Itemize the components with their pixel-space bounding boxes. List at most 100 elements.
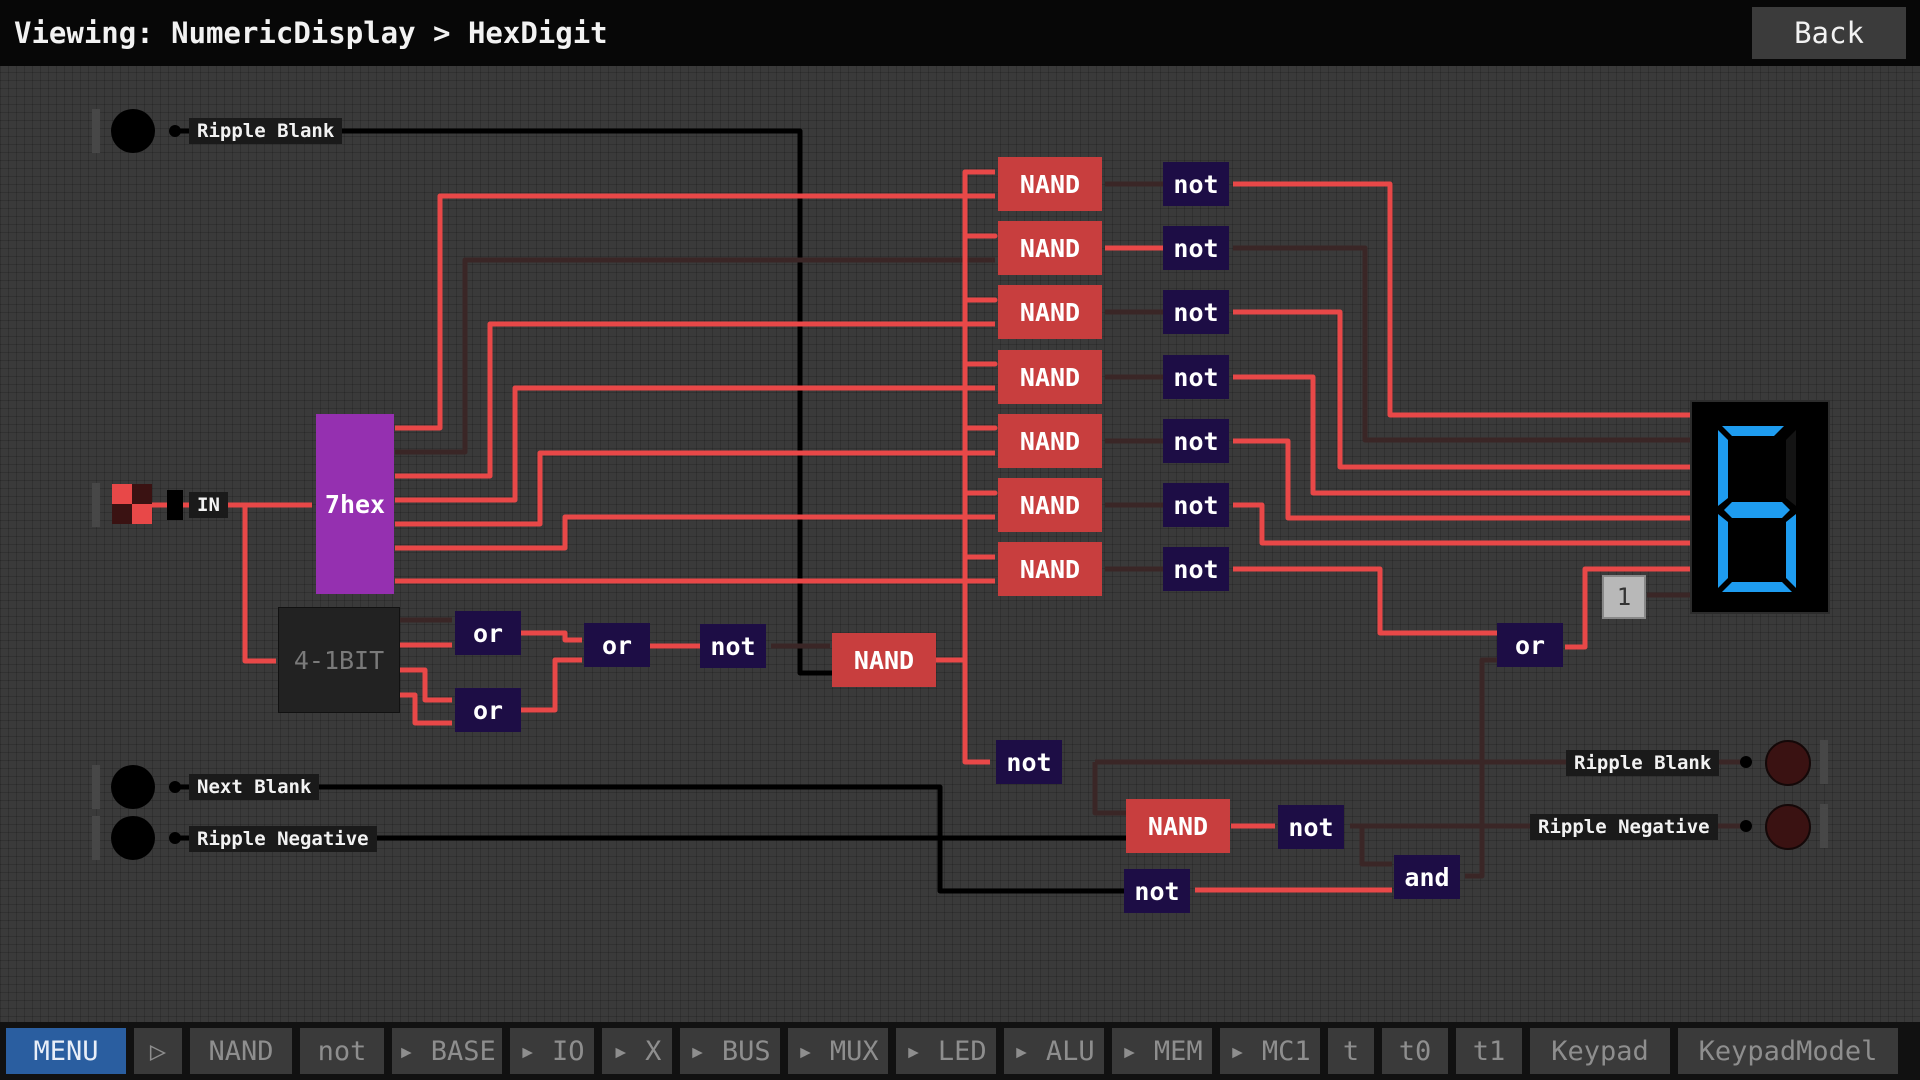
or-gate-1[interactable]: or	[455, 611, 521, 655]
in-connector	[167, 490, 183, 520]
not-gate-low-2[interactable]: not	[1278, 805, 1344, 849]
nand-gate-g[interactable]: NAND	[998, 542, 1102, 596]
tab-not[interactable]: not	[300, 1028, 384, 1074]
not-gate-g[interactable]: not	[1163, 547, 1229, 591]
tab-t0[interactable]: t0	[1382, 1028, 1448, 1074]
not-gate-f[interactable]: not	[1163, 483, 1229, 527]
connector-dot	[1740, 756, 1752, 768]
ripple-blank-input-label: Ripple Blank	[189, 118, 343, 144]
not-gate-mid[interactable]: not	[700, 624, 766, 668]
tab-t[interactable]: t	[1328, 1028, 1374, 1074]
nand-gate-f[interactable]: NAND	[998, 478, 1102, 532]
wire-bus-ticks	[962, 233, 998, 560]
tab-led[interactable]: ▸ LED	[896, 1028, 996, 1074]
or-gate-4[interactable]: or	[1497, 623, 1563, 667]
tab-t1[interactable]: t1	[1456, 1028, 1522, 1074]
not-gate-d[interactable]: not	[1163, 355, 1229, 399]
nand-gate-low[interactable]: NAND	[1126, 799, 1230, 853]
connector-dot	[169, 781, 181, 793]
nand-gate-b[interactable]: NAND	[998, 221, 1102, 275]
tab-mem[interactable]: ▸ MEM	[1112, 1028, 1212, 1074]
and-gate[interactable]: and	[1394, 855, 1460, 899]
wire-not2-out	[1233, 309, 1692, 470]
wire-not4-out	[1233, 438, 1692, 521]
wire-nand-not	[1350, 823, 1392, 867]
bit-reducer-4-1bit[interactable]: 4-1BIT	[278, 607, 400, 713]
wire-bus-not	[962, 660, 990, 765]
wire-bit-or2b	[400, 692, 452, 726]
seven-segment-display	[1690, 400, 1830, 614]
or-gate-2[interactable]: or	[455, 688, 521, 732]
wire-or2-or3	[520, 657, 582, 713]
wire-bit-or2	[400, 667, 452, 703]
wire-dec-f	[395, 514, 995, 551]
connector-dot	[1740, 820, 1752, 832]
wire-or1-or3b	[520, 630, 582, 643]
tab-mc1[interactable]: ▸ MC1	[1220, 1028, 1320, 1074]
segment-a	[1722, 426, 1784, 436]
tab-keypad-model[interactable]: KeypadModel	[1678, 1028, 1898, 1074]
edge-marker	[92, 109, 100, 153]
not-gate-c[interactable]: not	[1163, 290, 1229, 334]
nand-gate-e[interactable]: NAND	[998, 414, 1102, 468]
connector-dot	[169, 125, 181, 137]
or-gate-3[interactable]: or	[584, 623, 650, 667]
ripple-negative-input-pin[interactable]	[111, 816, 155, 860]
back-button[interactable]: Back	[1752, 7, 1906, 59]
tab-mux[interactable]: ▸ MUX	[788, 1028, 888, 1074]
tab-menu[interactable]: MENU	[6, 1028, 126, 1074]
edge-marker	[1820, 740, 1828, 784]
wire-dec-e	[395, 450, 995, 527]
next-blank-input-pin[interactable]	[111, 765, 155, 809]
wire-and-or	[1465, 657, 1497, 879]
wire-not3-out	[1233, 374, 1692, 496]
ripple-negative-output-label: Ripple Negative	[1530, 814, 1718, 840]
tab-play[interactable]: ▷	[134, 1028, 182, 1074]
ripple-blank-output-pin[interactable]	[1765, 740, 1811, 786]
tab-base[interactable]: ▸ BASE	[392, 1028, 502, 1074]
nand-gate-mid[interactable]: NAND	[832, 633, 936, 687]
not-gate-a[interactable]: not	[1163, 162, 1229, 206]
wire-not-branch	[1092, 762, 1126, 816]
wire-not6-out	[1233, 566, 1497, 636]
wire-not1-out	[1233, 245, 1692, 443]
wire-ripple-blank-in	[175, 128, 832, 676]
tab-x[interactable]: ▸ X	[602, 1028, 672, 1074]
not-gate-e[interactable]: not	[1163, 419, 1229, 463]
wire-dec-a	[395, 193, 995, 431]
segment-e	[1718, 514, 1728, 588]
wire-not0-out	[1233, 181, 1692, 418]
tab-keypad[interactable]: Keypad	[1530, 1028, 1670, 1074]
tab-io[interactable]: ▸ IO	[510, 1028, 594, 1074]
wire-dec-d	[395, 385, 995, 503]
in-input-label: IN	[189, 492, 228, 518]
edge-marker	[92, 765, 100, 809]
page-title: Viewing: NumericDisplay > HexDigit	[14, 16, 608, 50]
component-toolbar: MENU ▷ NAND not ▸ BASE ▸ IO ▸ X ▸ BUS ▸ …	[0, 1022, 1920, 1080]
wire-in-to-bit	[242, 505, 276, 664]
segment-g	[1724, 502, 1790, 518]
wire-not5-out	[1233, 502, 1692, 546]
not-gate-b[interactable]: not	[1163, 226, 1229, 270]
edge-marker	[1820, 804, 1828, 848]
segment-b-off	[1786, 430, 1796, 506]
edge-marker	[92, 816, 100, 860]
segment-d	[1722, 582, 1792, 592]
tab-nand[interactable]: NAND	[190, 1028, 292, 1074]
nand-gate-c[interactable]: NAND	[998, 285, 1102, 339]
ripple-negative-input-label: Ripple Negative	[189, 826, 377, 852]
tab-bus[interactable]: ▸ BUS	[680, 1028, 780, 1074]
not-gate-low[interactable]: not	[996, 740, 1062, 784]
nand-gate-d[interactable]: NAND	[998, 350, 1102, 404]
segment-c	[1786, 514, 1796, 588]
in-switch-icon[interactable]	[112, 484, 152, 524]
hex-decoder-7hex[interactable]: 7hex	[316, 414, 394, 594]
wire-or-display	[1565, 566, 1692, 650]
constant-one[interactable]: 1	[1602, 575, 1646, 619]
nand-gate-a[interactable]: NAND	[998, 157, 1102, 211]
ripple-blank-input-pin[interactable]	[111, 109, 155, 153]
ripple-negative-output-pin[interactable]	[1765, 804, 1811, 850]
not-gate-low-3[interactable]: not	[1124, 869, 1190, 913]
tab-alu[interactable]: ▸ ALU	[1004, 1028, 1104, 1074]
